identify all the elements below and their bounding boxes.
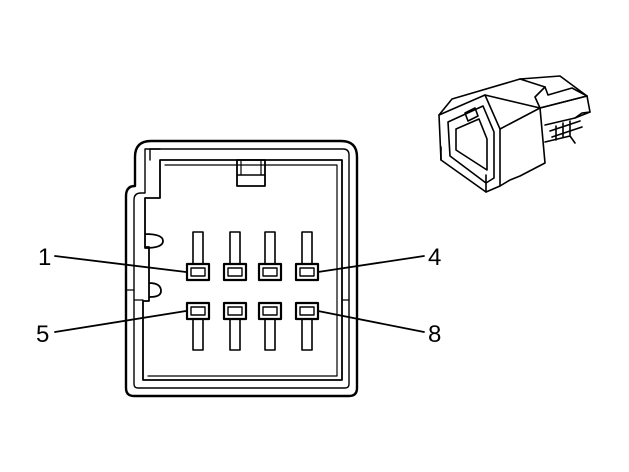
pin-stem <box>192 231 204 265</box>
corner-tab <box>149 148 161 161</box>
pin-pad-inner <box>227 267 243 277</box>
iso-front-cavity <box>447 105 495 184</box>
leader-pin-4 <box>317 255 425 273</box>
callout-leaders <box>54 255 425 333</box>
pin-stem <box>264 231 276 265</box>
pin-pad-inner <box>262 267 278 277</box>
iso-bottom-edge <box>440 146 487 193</box>
pin-array <box>185 231 320 351</box>
pin-callout-5: 5 <box>36 321 49 348</box>
pin-terminal <box>185 231 211 282</box>
pin-pad-inner <box>299 267 315 277</box>
iso-rear-top <box>519 78 588 97</box>
iso-front-face <box>438 94 501 193</box>
pin-pad-inner <box>299 306 315 316</box>
connector-isometric-view <box>438 75 591 193</box>
pin-terminal <box>222 231 248 282</box>
pin-callout-8: 8 <box>428 321 441 348</box>
pin-stem <box>229 231 241 265</box>
pin-callout-4: 4 <box>428 244 441 271</box>
pin-pad-inner <box>262 306 278 316</box>
iso-rear-step <box>534 86 546 109</box>
connector-outer-shell <box>124 139 359 398</box>
cavity-inner-line <box>147 164 338 377</box>
pin-terminal <box>222 301 248 351</box>
pin-callout-1: 1 <box>38 244 51 271</box>
pin-terminal <box>294 301 320 351</box>
pin-pad-inner <box>190 306 206 316</box>
pin-terminal <box>257 301 283 351</box>
iso-top-surface <box>438 75 588 116</box>
connector-face <box>54 139 425 398</box>
leader-pin-1 <box>54 255 187 273</box>
pin-terminal <box>294 231 320 282</box>
iso-side-ribs <box>549 120 583 141</box>
iso-front-cavity-inner <box>455 118 488 171</box>
leader-pin-5 <box>54 310 187 333</box>
connector-shell-inner-outline <box>133 148 350 389</box>
iso-side-latch <box>544 111 591 144</box>
latch-tab <box>236 159 266 187</box>
iso-right-body <box>499 107 546 187</box>
connector-cavity <box>142 159 343 381</box>
pin-terminal <box>185 301 211 351</box>
iso-latch <box>464 107 479 122</box>
pin-terminal <box>257 231 283 282</box>
leader-pin-8 <box>317 310 425 333</box>
iso-rear-block <box>539 95 591 126</box>
pin-stem <box>301 231 313 265</box>
pin-pad-inner <box>190 267 206 277</box>
pin-pad-inner <box>227 306 243 316</box>
